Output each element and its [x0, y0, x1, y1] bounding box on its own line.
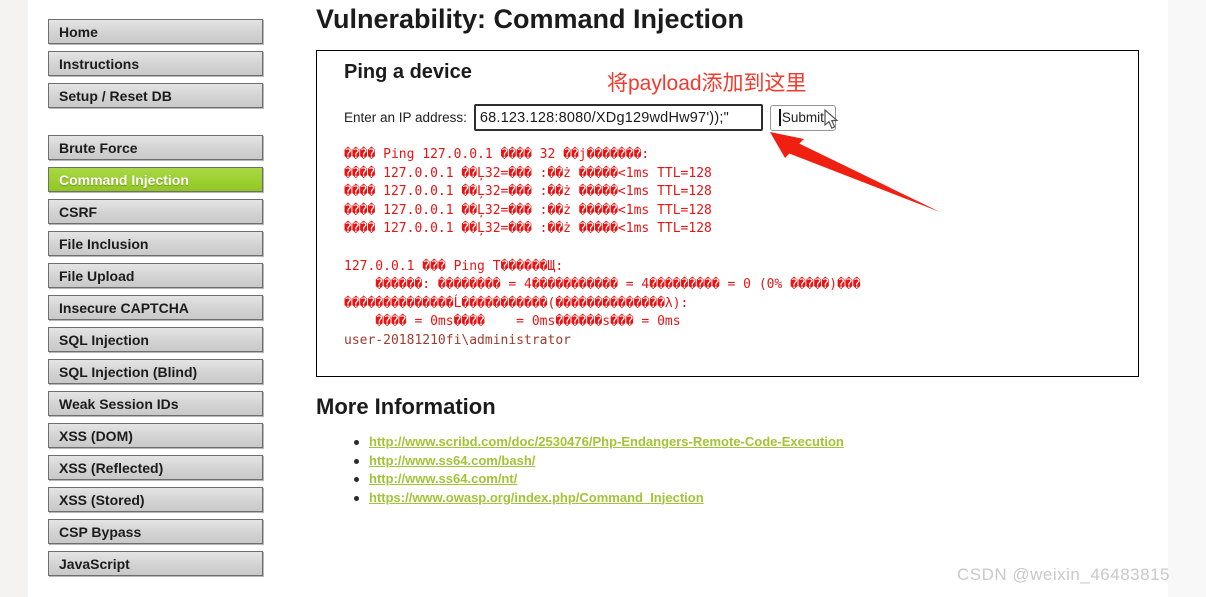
- ping-panel: Ping a device 将payload添加到这里 Enter an IP …: [316, 50, 1139, 377]
- output-line: ���� 127.0.0.1 ��Ļ32=��� :��ż �����<1ms …: [344, 221, 712, 237]
- reference-link-list: http://www.scribd.com/doc/2530476/Php-En…: [352, 434, 1016, 508]
- text-caret: [779, 109, 781, 126]
- link-scribd-php-endangers[interactable]: http://www.scribd.com/doc/2530476/Php-En…: [369, 434, 844, 449]
- sidebar-item-brute-force[interactable]: Brute Force: [48, 135, 263, 160]
- link-ss64-bash[interactable]: http://www.ss64.com/bash/: [369, 452, 536, 468]
- sidebar-item-xss-stored[interactable]: XSS (Stored): [48, 487, 263, 512]
- output-line: ���� 127.0.0.1 ��Ļ32=��� :��ż �����<1ms …: [344, 184, 712, 200]
- sidebar-item-home[interactable]: Home: [48, 19, 263, 44]
- red-arrow-annotation: [770, 132, 940, 212]
- sidebar-item-insecure-captcha[interactable]: Insecure CAPTCHA: [48, 295, 263, 320]
- output-line: ���� 127.0.0.1 ��Ļ32=��� :��ż �����<1ms …: [344, 202, 712, 218]
- link-ss64-nt[interactable]: http://www.ss64.com/nt/: [369, 471, 518, 486]
- sidebar-item-sql-injection[interactable]: SQL Injection: [48, 327, 263, 352]
- output-line: ���� 127.0.0.1 ��Ļ32=��� :��ż �����<1ms …: [344, 165, 712, 181]
- output-footer-line: user-20181210fi\administrator: [344, 332, 571, 348]
- sidebar-item-xss-reflected[interactable]: XSS (Reflected): [48, 455, 263, 480]
- sidebar-item-csrf[interactable]: CSRF: [48, 199, 263, 224]
- sidebar-item-sql-injection-blind[interactable]: SQL Injection (Blind): [48, 359, 263, 384]
- mouse-cursor-icon: [824, 109, 839, 130]
- sidebar-item-file-inclusion[interactable]: File Inclusion: [48, 231, 263, 256]
- output-line: ���� = 0ms���� = 0ms������s��� = 0ms: [344, 314, 681, 330]
- panel-heading: Ping a device: [344, 61, 472, 83]
- main-content: Vulnerability: Command Injection Ping a …: [316, 0, 1146, 505]
- more-information-heading: More Information: [316, 394, 496, 419]
- link-owasp-command-injection[interactable]: https://www.owasp.org/index.php/Command_…: [369, 489, 704, 505]
- ip-address-label: Enter an IP address:: [344, 110, 467, 125]
- ping-output: ���� Ping 127.0.0.1 ���� 32 ��j�������: …: [344, 147, 861, 352]
- list-item: https://www.owasp.org/index.php/Command_…: [352, 490, 1016, 509]
- sidebar-menu: Home Instructions Setup / Reset DB Brute…: [48, 19, 263, 583]
- list-item: http://www.scribd.com/doc/2530476/Php-En…: [352, 434, 1016, 453]
- output-line: ���� Ping 127.0.0.1 ���� 32 ��j�������:: [344, 147, 650, 162]
- csdn-watermark: CSDN @weixin_46483815: [957, 565, 1170, 584]
- more-information-section: More Information http://www.scribd.com/d…: [316, 394, 1016, 508]
- payload-annotation: 将payload添加到这里: [607, 72, 807, 95]
- left-page-margin: [0, 0, 28, 597]
- page-title: Vulnerability: Command Injection: [316, 4, 745, 34]
- list-item: http://www.ss64.com/nt/: [352, 471, 1016, 490]
- sidebar-item-instructions[interactable]: Instructions: [48, 51, 263, 76]
- sidebar-item-javascript[interactable]: JavaScript: [48, 551, 263, 576]
- list-item: http://www.ss64.com/bash/: [352, 453, 1016, 472]
- output-line: ��������������Ĺ�����������(�������������…: [344, 295, 689, 311]
- sidebar-item-setup-reset-db[interactable]: Setup / Reset DB: [48, 83, 263, 108]
- ping-form: Enter an IP address: Submit: [344, 104, 836, 131]
- sidebar-item-xss-dom[interactable]: XSS (DOM): [48, 423, 263, 448]
- sidebar-item-command-injection[interactable]: Command Injection: [48, 167, 263, 192]
- sidebar-group-gap: [48, 115, 263, 135]
- output-line: 127.0.0.1 ��� Ping T������Щ:: [344, 258, 564, 274]
- sidebar-item-weak-session-ids[interactable]: Weak Session IDs: [48, 391, 263, 416]
- output-line: ������: �������� = 4����������� = 4�����…: [344, 277, 861, 293]
- output-line: [344, 240, 861, 259]
- sidebar-item-csp-bypass[interactable]: CSP Bypass: [48, 519, 263, 544]
- ip-address-input[interactable]: [473, 104, 763, 131]
- sidebar-item-file-upload[interactable]: File Upload: [48, 263, 263, 288]
- right-page-margin: [1168, 0, 1206, 597]
